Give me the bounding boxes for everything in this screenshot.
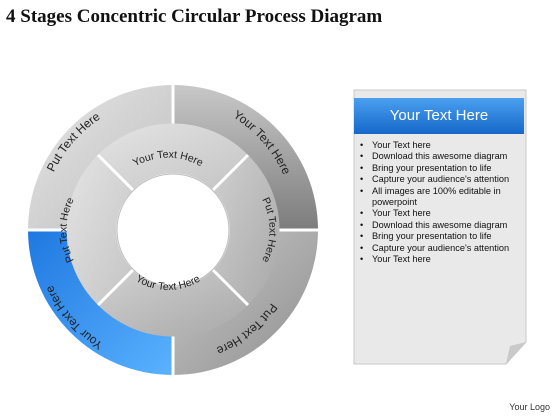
list-item: Bring your presentation to life [358,163,526,175]
inner-dividers [96,153,250,307]
list-item: All images are 100% editable in powerpoi… [358,186,526,209]
inner-segment-left [66,155,133,305]
inner-segment-right [213,155,280,305]
outer-segment-top-left [28,85,173,230]
concentric-circular-diagram: Put Text Here Your Text Here Put Text He… [28,85,318,375]
list-item: Download this awesome diagram [358,151,526,163]
page-title: 4 Stages Concentric Circular Process Dia… [6,6,383,27]
list-item: Bring your presentation to life [358,231,526,243]
outer-segment-bottom-right [173,230,318,375]
inner-segment-top [98,123,248,190]
logo-text: Your Logo [509,402,550,412]
list-item: Capture your audience's attention [358,243,526,255]
list-item: Your Text here [358,254,526,266]
outer-segment-bottom-left-highlight [28,230,173,375]
panel-bullet-list: Your Text here Download this awesome dia… [358,140,526,266]
text-panel: Your Text Here Your Text here Download t… [350,88,532,366]
outer-segment-top-right [173,85,318,230]
list-item: Your Text here [358,208,526,220]
panel-header: Your Text Here [354,98,524,134]
inner-segment-bottom [98,270,248,337]
center-hole [117,174,229,286]
list-item: Capture your audience's attention [358,174,526,186]
center-hole-rim [116,173,230,287]
outer-dividers [28,85,318,375]
list-item: Download this awesome diagram [358,220,526,232]
panel-page-curl [506,342,526,364]
list-item: Your Text here [358,140,526,152]
